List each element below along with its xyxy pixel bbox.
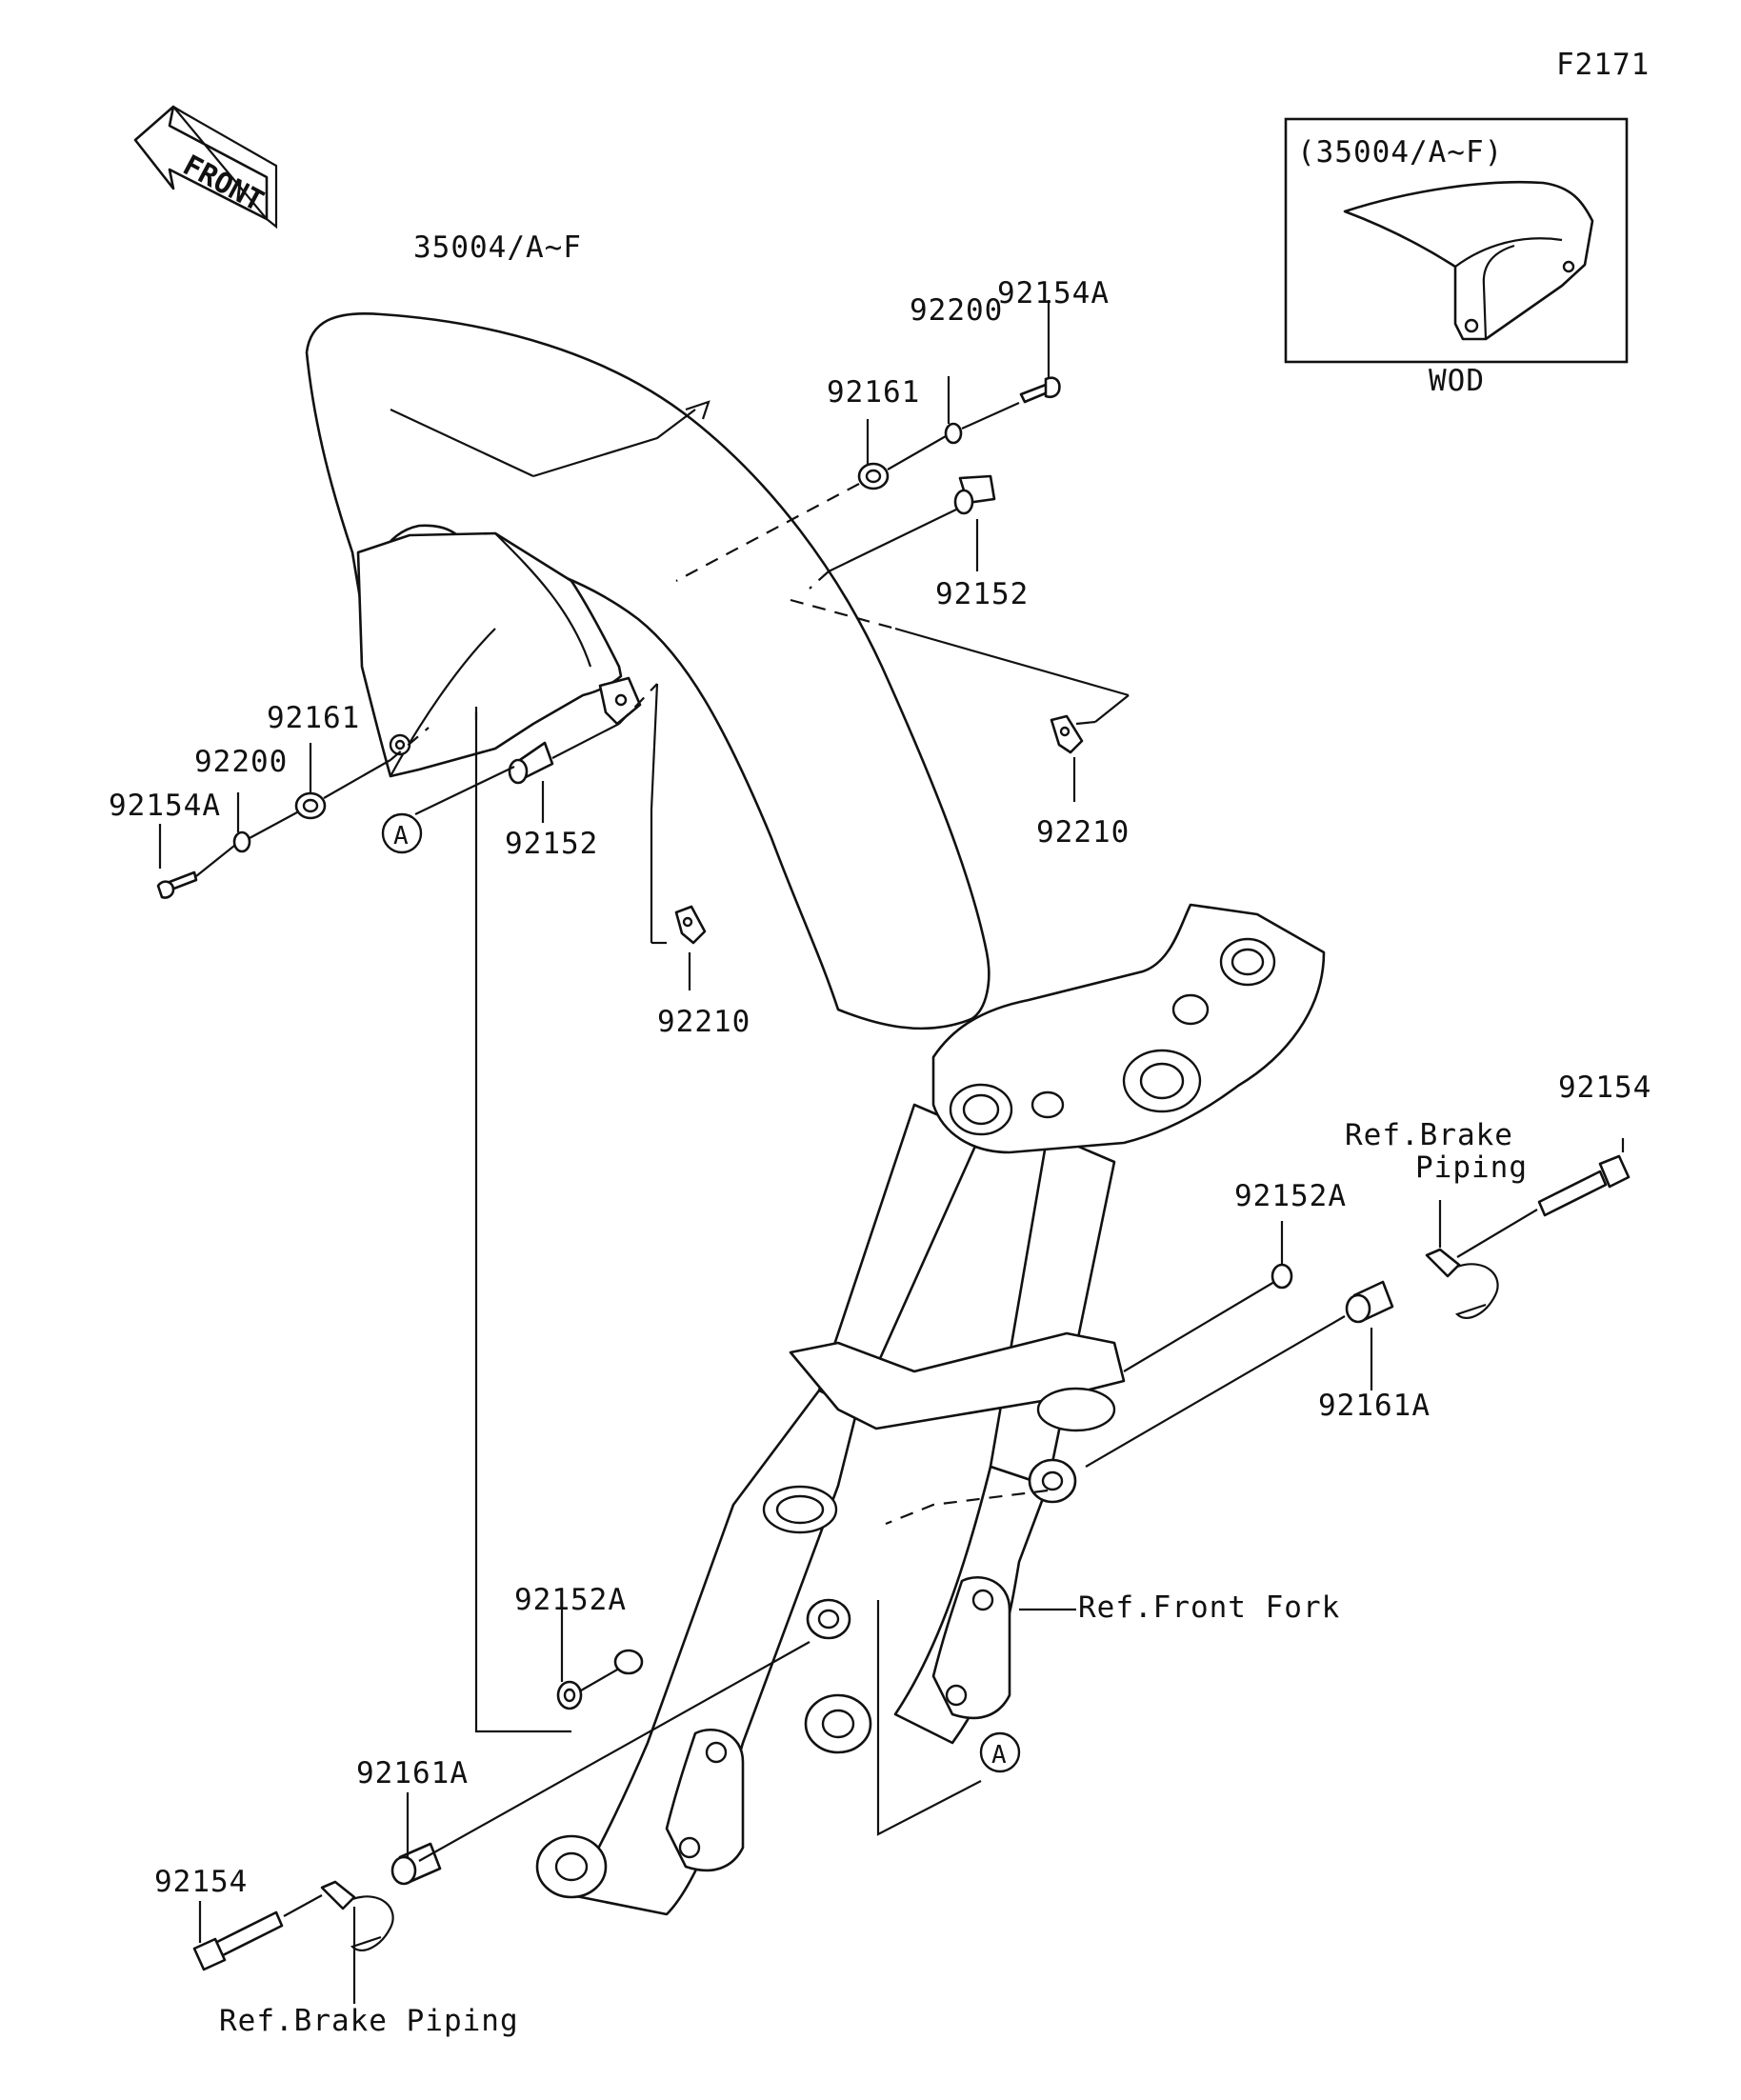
nut-92210-right bbox=[1050, 714, 1084, 754]
label-collar-92152a-left: 92152A bbox=[514, 1583, 627, 1617]
figure-code: F2171 bbox=[1556, 48, 1650, 82]
washer-92200-right bbox=[944, 422, 963, 445]
collar-92152-left bbox=[508, 741, 554, 785]
grommet-92161-right bbox=[857, 462, 890, 490]
brake-clamp-right-icon bbox=[1425, 1248, 1499, 1320]
collar-92152-right bbox=[953, 474, 996, 515]
brake-clamp-left-icon bbox=[320, 1880, 394, 1952]
washer-92200-left bbox=[232, 830, 251, 853]
label-bolt-92154a-right: 92154A bbox=[997, 276, 1110, 310]
inset-fender-icon bbox=[1343, 180, 1594, 341]
label-grommet-92161-left: 92161 bbox=[267, 701, 360, 735]
callout-a-lower-text: A bbox=[991, 1741, 1007, 1770]
grommet-92161a-left bbox=[390, 1842, 442, 1886]
label-collar-92152-right: 92152 bbox=[935, 577, 1029, 611]
inset-variant-label: WOD bbox=[1429, 364, 1485, 398]
ref-brake-piping-right-line2: Piping bbox=[1415, 1150, 1528, 1185]
label-washer-92200-right: 92200 bbox=[910, 293, 1003, 328]
label-bolt-92154-right: 92154 bbox=[1558, 1070, 1651, 1105]
callout-a-upper: A bbox=[381, 812, 423, 854]
label-nut-92210-right: 92210 bbox=[1036, 815, 1130, 850]
label-bolt-92154-left: 92154 bbox=[154, 1865, 248, 1899]
inset-box: (35004/A~F) WOD bbox=[1284, 117, 1629, 398]
bolt-92154a-left bbox=[156, 870, 198, 899]
label-washer-92200-left: 92200 bbox=[194, 745, 288, 779]
front-fender bbox=[305, 312, 991, 1030]
label-grommet-92161-right: 92161 bbox=[827, 375, 920, 410]
inset-caption: (35004/A~F) bbox=[1297, 135, 1503, 170]
grommet-92161a-right bbox=[1345, 1280, 1394, 1324]
front-arrow-icon: FRONT bbox=[133, 105, 278, 230]
label-fender: 35004/A~F bbox=[413, 230, 582, 265]
label-grommet-92161a-left: 92161A bbox=[356, 1756, 469, 1790]
label-nut-92210-left: 92210 bbox=[657, 1005, 750, 1039]
bolt-92154a-right bbox=[1019, 376, 1061, 404]
ref-brake-piping-right-line1: Ref.Brake bbox=[1345, 1118, 1513, 1152]
label-collar-92152-left: 92152 bbox=[505, 827, 598, 861]
grommet-92161-left bbox=[294, 791, 327, 820]
callout-a-lower: A bbox=[979, 1731, 1021, 1773]
nut-92210-left bbox=[674, 905, 707, 945]
label-bolt-92154a-left: 92154A bbox=[109, 789, 221, 823]
callout-a-upper-text: A bbox=[393, 822, 409, 850]
collar-92152a-left bbox=[556, 1680, 583, 1710]
front-fork bbox=[535, 903, 1326, 1916]
bolt-92154-right bbox=[1537, 1154, 1631, 1217]
collar-92152a-right bbox=[1271, 1263, 1293, 1290]
label-grommet-92161a-right: 92161A bbox=[1318, 1389, 1431, 1423]
ref-brake-piping-left: Ref.Brake Piping bbox=[219, 2004, 519, 2038]
label-collar-92152a-right: 92152A bbox=[1234, 1179, 1347, 1213]
bolt-92154-left bbox=[192, 1910, 284, 1971]
ref-front-fork: Ref.Front Fork bbox=[1078, 1590, 1340, 1625]
